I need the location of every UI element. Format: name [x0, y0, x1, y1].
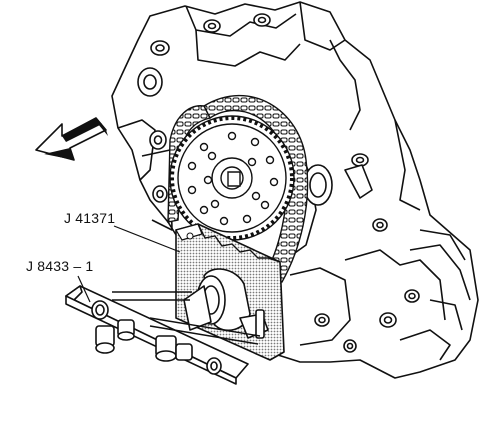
leader-j41371: [113, 225, 181, 253]
bar-bolt: [206, 357, 222, 375]
puller-bar: [65, 285, 261, 385]
sprocket-bolt-holes: [187, 131, 279, 226]
leader-j8433: [77, 275, 91, 303]
bar-bolt: [117, 319, 135, 341]
callout-label-upper-tool: J 41371: [64, 210, 116, 226]
bar-bolt: [91, 300, 109, 320]
front-of-engine-arrow-icon: [35, 117, 108, 161]
bar-bolt: [175, 343, 193, 361]
bar-bolt: [95, 325, 115, 354]
puller-cylinder: [183, 268, 269, 339]
bar-bolt: [155, 335, 177, 362]
camshaft-sprocket: [169, 115, 295, 241]
callout-label-lower-tool: J 8433 – 1: [26, 258, 94, 274]
callout-leaders: [77, 225, 181, 303]
